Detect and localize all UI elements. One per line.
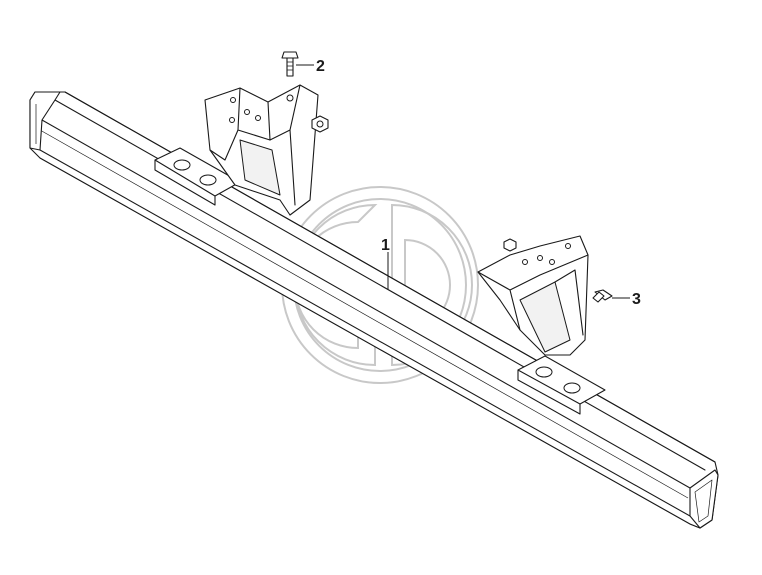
nut-right xyxy=(503,238,517,252)
left-mount-plate xyxy=(154,147,241,206)
cross-beam xyxy=(29,91,719,529)
bolt-2 xyxy=(281,51,299,77)
left-upright-bracket xyxy=(204,84,319,216)
bolt-3 xyxy=(592,289,613,303)
callout-2: 2 xyxy=(316,58,325,75)
callout-1: 1 xyxy=(381,237,390,254)
right-upright-bracket xyxy=(477,235,589,356)
nut-left xyxy=(311,115,329,133)
right-mount-plate xyxy=(517,355,606,415)
callout-3: 3 xyxy=(632,291,641,308)
